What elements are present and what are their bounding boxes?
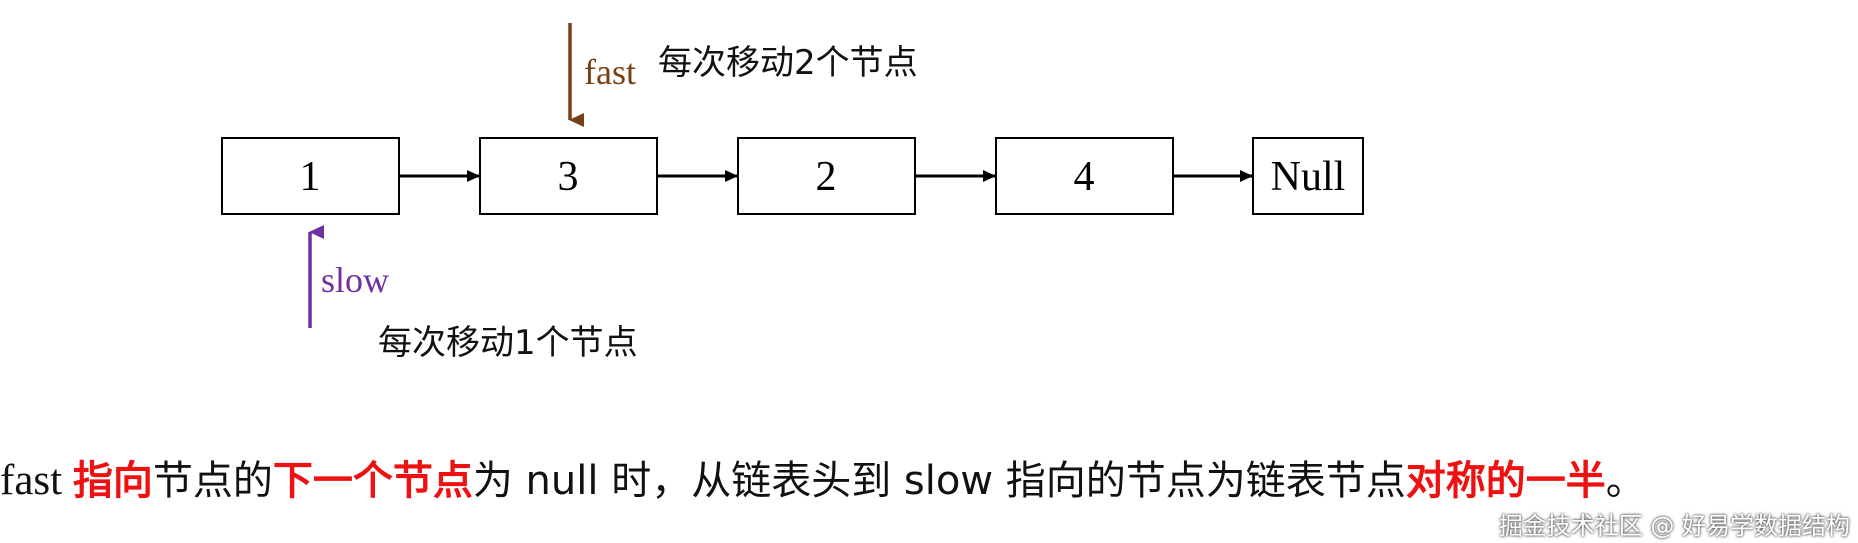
slow-label: slow [321,260,389,300]
caption-text: 。 [1605,458,1646,504]
list-node: 2 [737,137,916,215]
list-node: 4 [995,137,1174,215]
svg-text:Null: Null [1271,154,1346,200]
caption-highlight: 指向 [72,458,153,504]
svg-text:1: 1 [300,154,321,200]
watermark: 掘金技术社区 @ 好易学数据结构 [1498,512,1850,540]
list-node: 3 [479,137,658,215]
caption-text: 为 null 时，从链表头到 slow 指向的节点为链表节点 [472,458,1406,504]
svg-text:2: 2 [816,154,837,200]
svg-text:4: 4 [1074,154,1095,200]
caption-text: 节点的 [152,458,273,504]
caption-text: fast [0,457,73,504]
null-node: Null [1252,137,1364,215]
caption-highlight: 下一个节点 [272,458,473,504]
caption: fast 指向节点的下一个节点为 null 时，从链表头到 slow 指向的节点… [0,456,1858,506]
fast-label: fast [584,52,636,92]
list-node: 1 [221,137,400,215]
svg-text:3: 3 [558,154,579,200]
slow-step-note: 每次移动1个节点 [378,323,638,363]
caption-highlight: 对称的一半 [1405,458,1606,504]
fast-step-note: 每次移动2个节点 [658,43,918,83]
